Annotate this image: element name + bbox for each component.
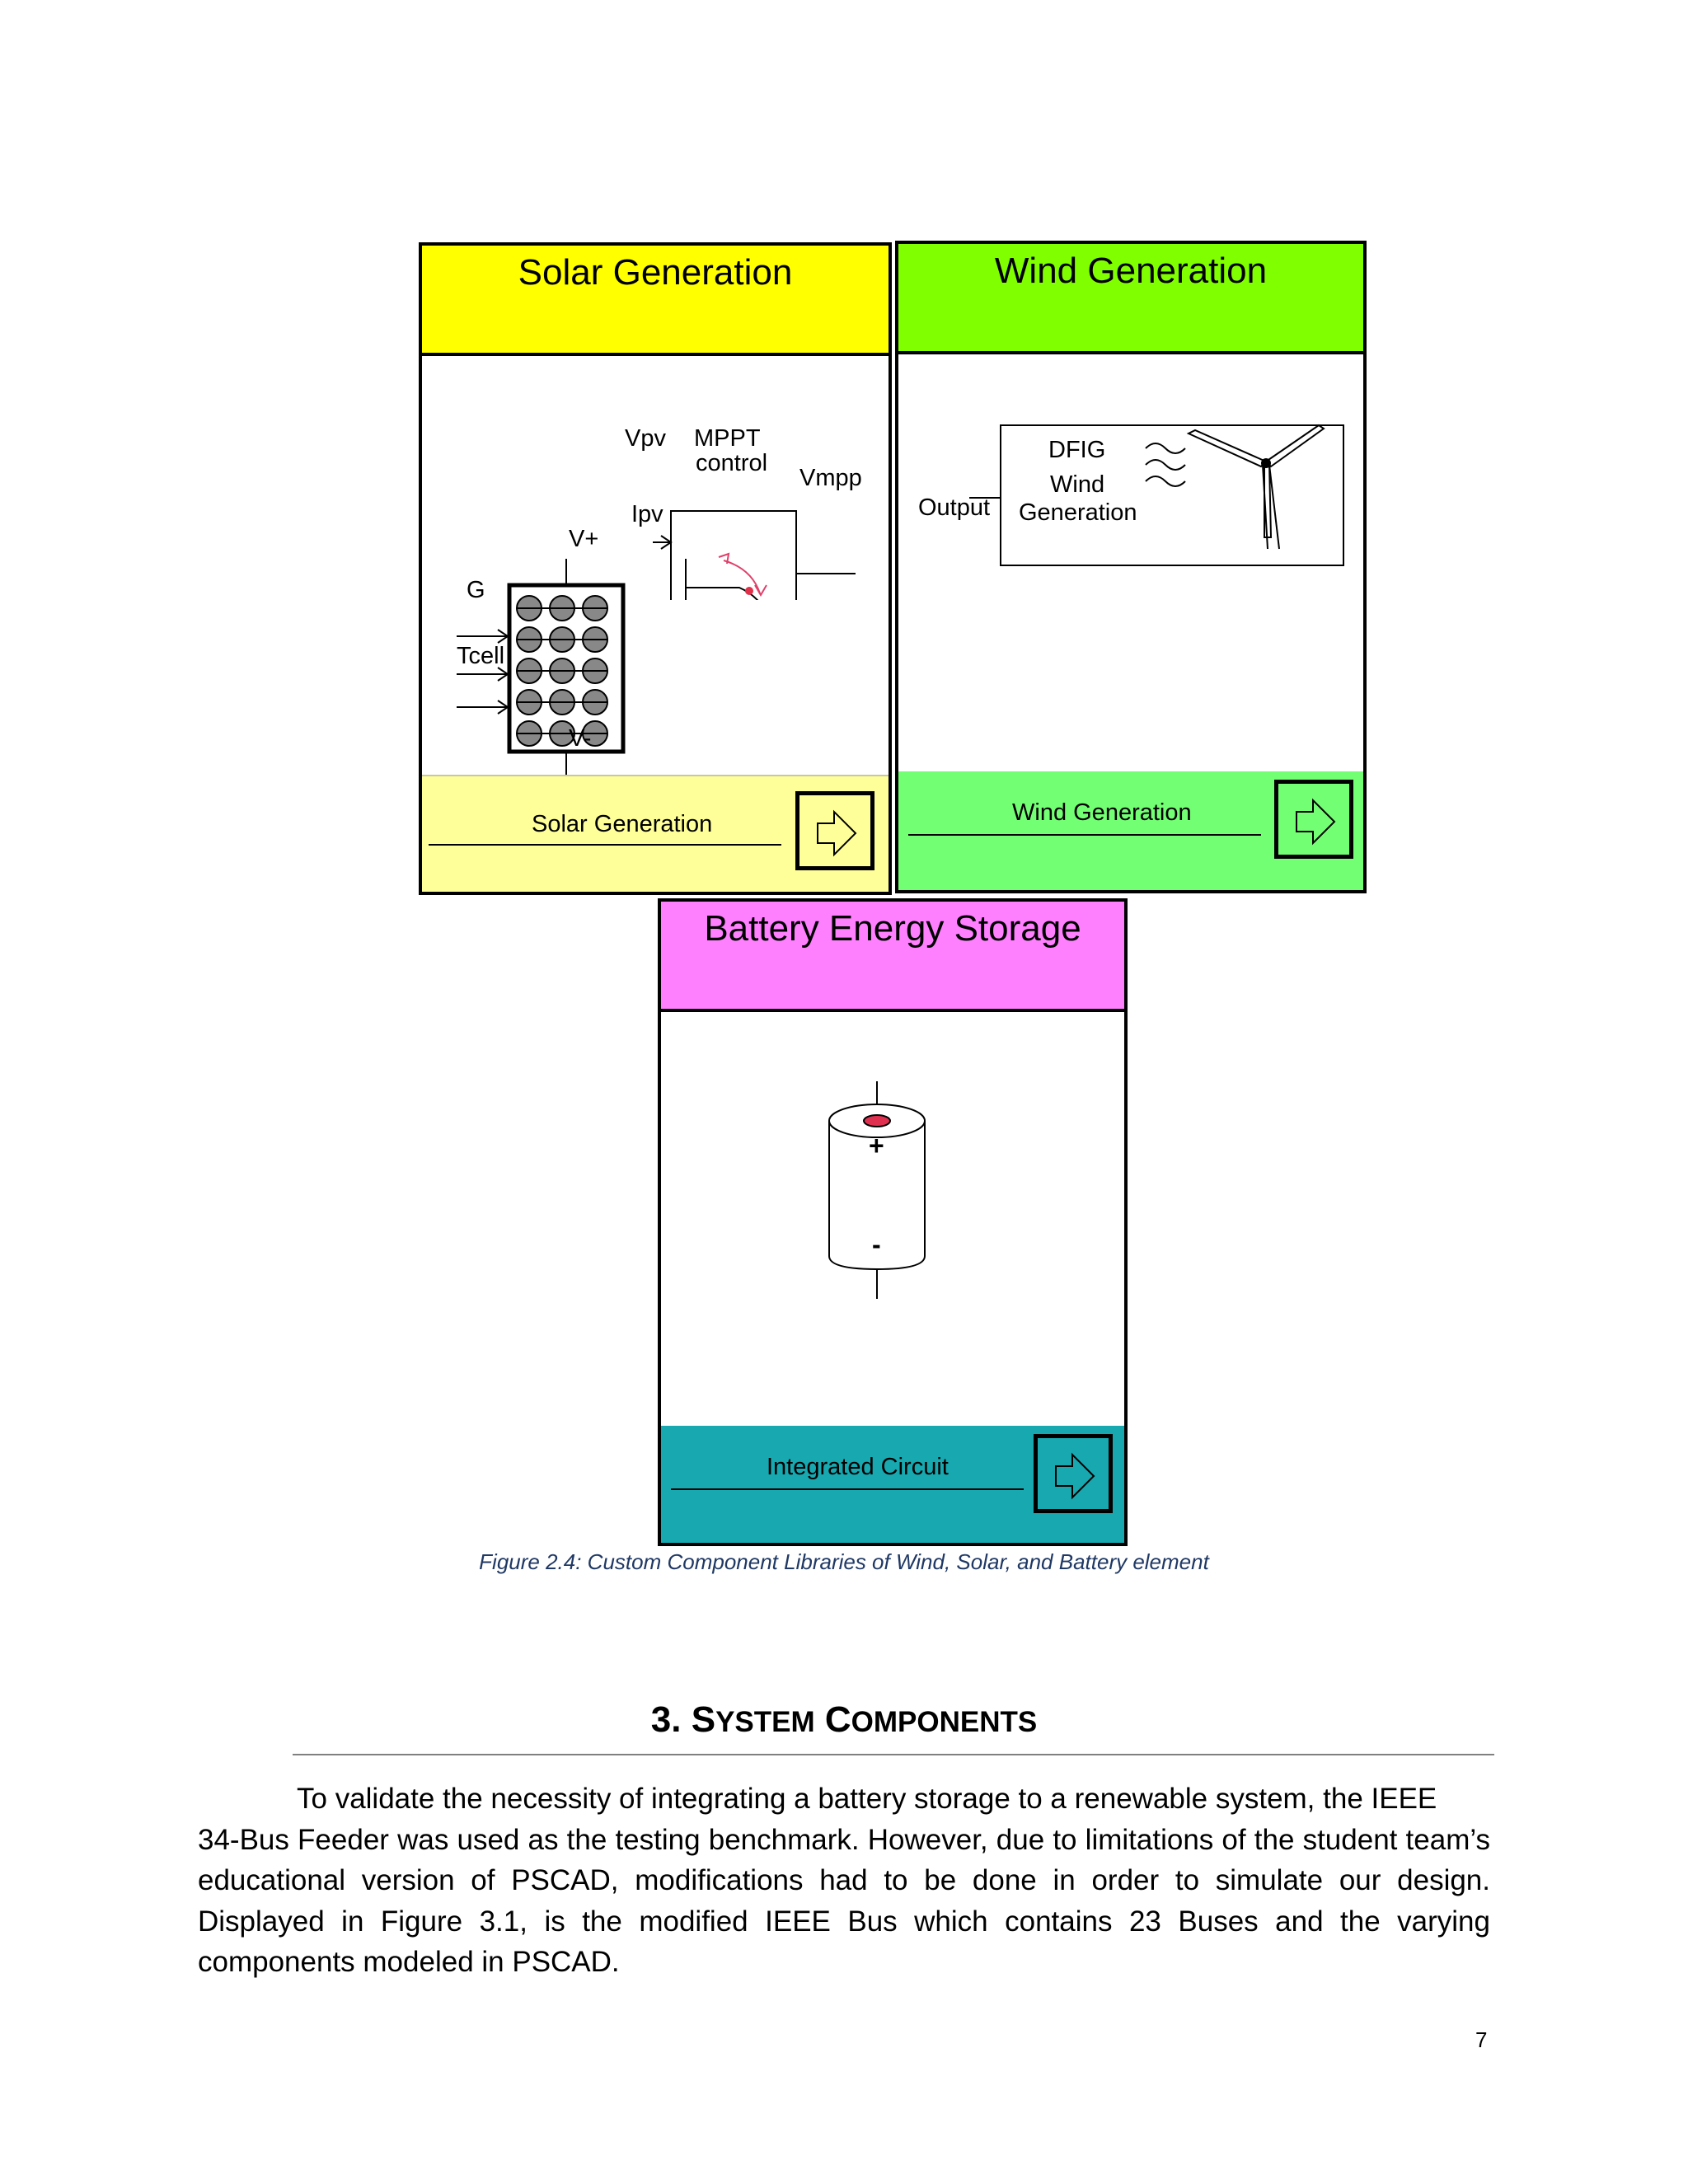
wind-header: Wind Generation — [898, 244, 1363, 354]
battery-energy-storage-component: Battery Energy Storage + - Integrated Ci… — [658, 898, 1128, 1546]
solar-footer-label: Solar Generation — [532, 811, 713, 837]
battery-minus-label: - — [872, 1230, 881, 1259]
section-number: 3. — [650, 1699, 682, 1740]
section-title-cap2: C — [824, 1699, 851, 1740]
page-number: 7 — [1475, 2027, 1488, 2052]
section-title-cap1: S — [691, 1699, 716, 1740]
section-title-rest1: YSTEM — [715, 1706, 815, 1738]
generation-label: Generation — [1019, 499, 1137, 526]
battery-open-button[interactable] — [1034, 1434, 1113, 1513]
solar-symbol-labels: Vpv MPPT control Vmpp Ipv V+ G Tcell V- — [422, 246, 889, 888]
output-label: Output — [918, 494, 991, 521]
battery-footer-underline — [671, 1488, 1024, 1490]
ipv-label: Ipv — [631, 501, 663, 527]
solar-panel-icon — [457, 559, 626, 778]
solar-open-button[interactable] — [795, 791, 874, 870]
arrow-right-icon — [817, 809, 857, 857]
wind-header-title: Wind Generation — [994, 251, 1268, 291]
wind-dfig-symbol — [969, 424, 1344, 566]
battery-footer: Integrated Circuit — [661, 1426, 1124, 1543]
section-rule — [293, 1754, 1494, 1755]
solar-header: Solar Generation — [422, 246, 889, 356]
wind-open-button[interactable] — [1274, 780, 1353, 859]
wind-label: Wind — [1050, 471, 1105, 498]
vpv-label: Vpv — [625, 425, 666, 452]
figure-caption: Figure 2.4: Custom Component Libraries o… — [479, 1549, 1209, 1574]
wind-footer: Wind Generation — [898, 771, 1363, 890]
dfig-label: DFIG — [1048, 437, 1106, 463]
section-title-rest2: OMPONENTS — [851, 1706, 1038, 1738]
vminus-label: V- — [569, 725, 592, 752]
paragraph-first-line: To validate the necessity of integrating… — [297, 1783, 1437, 1815]
solar-pv-symbol — [653, 510, 856, 600]
battery-header: Battery Energy Storage — [661, 902, 1124, 1012]
mppt-label: MPPT — [694, 425, 761, 452]
paragraph-rest: 34-Bus Feeder was used as the testing be… — [198, 1823, 1490, 1979]
g-label: G — [467, 577, 485, 603]
battery-plus-label: + — [869, 1131, 884, 1160]
arrow-right-icon — [1296, 798, 1336, 846]
wind-generation-component: Wind Generation Output DFIG Wind Generat… — [895, 241, 1367, 893]
body-paragraph: To validate the necessity of integrating… — [198, 1779, 1490, 1983]
solar-footer: Solar Generation — [422, 775, 889, 892]
tcell-label: Tcell — [457, 643, 505, 669]
solar-generation-component: Solar Generation — [419, 242, 892, 895]
solar-footer-underline — [429, 844, 781, 846]
battery-cell-icon — [828, 1081, 926, 1299]
mppt-control-label: control — [696, 450, 768, 476]
vmpp-label: Vmpp — [799, 465, 862, 491]
arrow-right-icon — [1055, 1452, 1095, 1500]
wind-footer-label: Wind Generation — [1012, 799, 1192, 826]
battery-symbol-labels: + - — [661, 902, 1124, 1543]
section-heading: 3. SYSTEM COMPONENTS — [0, 1699, 1688, 1741]
vplus-label: V+ — [569, 526, 599, 552]
wind-footer-underline — [908, 834, 1261, 836]
battery-header-title: Battery Energy Storage — [704, 908, 1081, 949]
solar-header-title: Solar Generation — [518, 252, 793, 293]
wind-symbol-labels: Output DFIG Wind Generation — [898, 244, 1363, 887]
battery-footer-label: Integrated Circuit — [767, 1454, 949, 1480]
